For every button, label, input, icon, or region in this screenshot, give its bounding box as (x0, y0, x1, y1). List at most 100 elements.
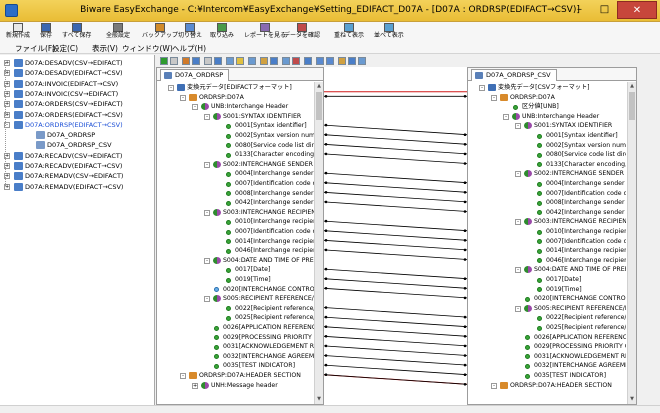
tree-node[interactable]: -S004:DATE AND TIME OF PREPARATION (468, 265, 626, 274)
tree-node[interactable]: 0035[TEST INDICATOR] (468, 371, 626, 380)
source-scrollbar[interactable]: ▲▼ (314, 82, 323, 404)
tree-node[interactable]: 0004[Interchange sender identification] (157, 169, 315, 178)
tree-node[interactable]: -S001:SYNTAX IDENTIFIER (157, 112, 315, 121)
project-tree-item[interactable]: D07A_ORDRSP_CSV (0, 140, 154, 150)
tree-node[interactable]: 0008[Interchange sender internal] (468, 198, 626, 207)
project-tree-item[interactable]: +D07A:ORDERS(CSV→EDIFACT) (0, 99, 154, 109)
tree-node[interactable]: 0001[Syntax identifier] (468, 131, 626, 140)
tree-node[interactable]: -S002:INTERCHANGE SENDER (468, 169, 626, 178)
pane-tool-12-icon[interactable] (292, 57, 300, 65)
expand-toggle-icon[interactable]: - (168, 85, 174, 91)
toolbar-button-10[interactable]: 並べて表示 (374, 23, 404, 41)
tree-node[interactable]: 0025[Recipient reference/password] (468, 323, 626, 332)
tree-node[interactable]: 0031[ACKNOWLEDGEMENT REQUEST] (157, 342, 315, 351)
tree-node[interactable]: 0026[APPLICATION REFERENCE] (157, 323, 315, 332)
mapping-line[interactable] (324, 172, 467, 184)
mapping-line[interactable] (324, 153, 467, 164)
tree-node[interactable]: -S005:RECIPIENT REFERENCE/PASSWORD (157, 294, 315, 303)
expand-toggle-icon[interactable]: + (4, 183, 10, 190)
tree-node[interactable]: 0007[Identification code qualifier] (468, 189, 626, 198)
pane-tool-11-icon[interactable] (282, 57, 290, 65)
maximize-button[interactable]: □ (599, 4, 610, 15)
toolbar-button-9[interactable]: 重ねて表示 (334, 23, 364, 41)
mapping-line[interactable] (324, 355, 467, 366)
target-scrollbar[interactable]: ▲▼ (627, 82, 636, 404)
pane-tool-15-icon[interactable] (326, 57, 334, 65)
pane-tool-16-icon[interactable] (338, 57, 346, 65)
toolbar-button-0[interactable]: 新規作成 (6, 23, 30, 41)
tree-node[interactable]: 0022[Recipient reference/password] (157, 304, 315, 313)
tree-node[interactable]: 0035[TEST INDICATOR] (157, 361, 315, 370)
pane-tool-3-icon[interactable] (192, 57, 200, 65)
tree-node[interactable]: 0032[INTERCHANGE AGREEMENT] (157, 352, 315, 361)
tree-node[interactable]: 0007[Identification code qualifier] (157, 179, 315, 188)
toolbar-button-1[interactable]: 保存 (40, 23, 52, 41)
tree-node[interactable]: 0133[Character encoding, coded] (468, 160, 626, 169)
tree-node[interactable]: -UNB:Interchange Header (157, 102, 315, 111)
mapping-line[interactable] (324, 143, 467, 155)
mapping-line[interactable] (324, 287, 467, 299)
tree-node[interactable]: 0046[Interchange recipient internal] (468, 256, 626, 265)
mapping-line[interactable] (324, 239, 467, 251)
pane-tool-18-icon[interactable] (358, 57, 366, 65)
tree-node[interactable]: 0032[INTERCHANGE AGREEMENT] (468, 361, 626, 370)
tab-target[interactable]: D07A_ORDRSP_CSV (471, 69, 557, 81)
expand-toggle-icon[interactable]: - (515, 123, 521, 130)
tree-node[interactable]: 0014[Interchange recipient internal] (468, 246, 626, 255)
expand-toggle-icon[interactable]: - (515, 171, 521, 178)
expand-toggle-icon[interactable]: + (192, 382, 198, 389)
project-tree-item[interactable]: +D07A:ORDERS(EDIFACT→CSV) (0, 110, 154, 120)
project-tree-item[interactable]: +D07A:DESADV(CSV→EDIFACT) (0, 58, 154, 68)
tree-node[interactable]: 0133[Character encoding, coded] (157, 150, 315, 159)
tree-node[interactable]: 0046[Interchange recipient internal] (157, 246, 315, 255)
expand-toggle-icon[interactable]: - (515, 305, 521, 312)
tree-node[interactable]: 0020[INTERCHANGE CONTROL REFERENCE] (468, 294, 626, 303)
tree-node[interactable]: 0007[Identification code qualifier] (157, 227, 315, 236)
mapping-line[interactable] (324, 182, 467, 193)
tree-node[interactable]: -S005:RECIPIENT REFERENCE/PASSWORD (468, 304, 626, 313)
tree-node[interactable]: 区分値[UNB] (468, 102, 626, 111)
tree-node[interactable]: 0010[Interchange recipient identificatio… (468, 227, 626, 236)
expand-toggle-icon[interactable]: - (4, 121, 10, 128)
tree-node[interactable]: 0002[Syntax version number] (468, 141, 626, 150)
mapping-line[interactable] (324, 316, 467, 328)
tree-node[interactable]: -S003:INTERCHANGE RECIPIENT (468, 217, 626, 226)
expand-toggle-icon[interactable]: - (192, 104, 198, 111)
mapping-line[interactable] (324, 249, 467, 260)
pane-tool-2-icon[interactable] (182, 57, 190, 65)
tree-node[interactable]: -S004:DATE AND TIME OF PREPARATION (157, 256, 315, 265)
tree-node[interactable]: 0017[Date] (157, 265, 315, 274)
tree-node[interactable]: -変換先データ[CSVフォーマット] (468, 83, 626, 92)
menu-item-1[interactable]: 設定(C) (52, 44, 79, 53)
tab-source[interactable]: D07A_ORDRSP (160, 69, 230, 81)
project-tree-item[interactable]: +D07A:REMADV(EDIFACT→CSV) (0, 182, 154, 192)
tree-node[interactable]: 0014[Interchange recipient internal] (157, 237, 315, 246)
tree-node[interactable]: -UNB:Interchange Header (468, 112, 626, 121)
mapping-line[interactable] (324, 345, 467, 356)
mapping-line[interactable] (324, 364, 467, 376)
project-tree-item[interactable]: +D07A:RECADV(EDIFACT→CSV) (0, 161, 154, 171)
pane-tool-4-icon[interactable] (204, 57, 212, 65)
tree-node[interactable]: 0008[Interchange sender internal] (157, 189, 315, 198)
tree-node[interactable]: 0020[INTERCHANGE CONTROL REFERENCE] (157, 285, 315, 294)
pane-tool-1-icon[interactable] (170, 57, 178, 65)
expand-toggle-icon[interactable]: - (204, 161, 210, 168)
tree-node[interactable]: 0002[Syntax version number] (157, 131, 315, 140)
tree-node[interactable]: 0080[Service code list directory] (157, 141, 315, 150)
menu-item-4[interactable]: ヘルプ(H) (172, 44, 206, 53)
toolbar-button-5[interactable]: 切り替え (178, 23, 202, 41)
close-button[interactable]: ✕ (617, 1, 657, 19)
expand-toggle-icon[interactable]: + (4, 163, 10, 169)
expand-toggle-icon[interactable]: + (4, 70, 10, 77)
tree-node[interactable]: -ORDRSP:D07A (157, 93, 315, 102)
mapping-line[interactable] (324, 201, 467, 212)
toolbar-button-8[interactable]: データを確認 (284, 23, 320, 41)
toolbar-button-4[interactable]: バックアップ (142, 23, 178, 41)
pane-tool-10-icon[interactable] (270, 57, 278, 65)
pane-tool-5-icon[interactable] (214, 57, 222, 65)
tree-node[interactable]: -ORDRSP:D07A:HEADER SECTION (157, 371, 315, 380)
toolbar-button-3[interactable]: 全般設定 (106, 23, 130, 41)
tree-node[interactable]: 0004[Interchange sender identification] (468, 179, 626, 188)
pane-tool-8-icon[interactable] (248, 57, 256, 65)
tree-node[interactable]: 0026[APPLICATION REFERENCE] (468, 333, 626, 342)
